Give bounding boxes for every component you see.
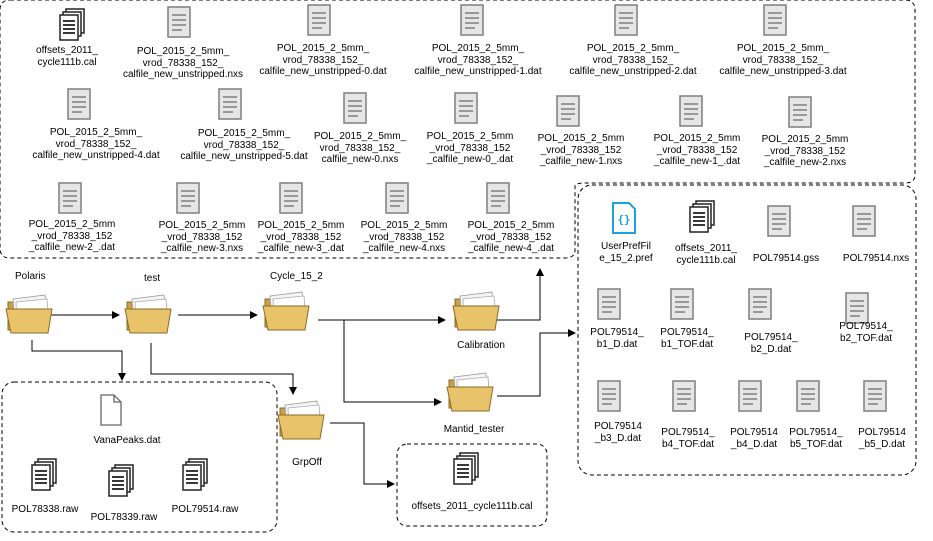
file-label-top-1: POL_2015_2_5mm_ vrod_78338_152_ calfile_…: [122, 46, 244, 80]
document-icon[interactable]: [597, 380, 621, 412]
document-stack-icon[interactable]: [59, 8, 85, 41]
document-icon[interactable]: [670, 288, 694, 320]
file-label-mantid-2: POL79514.gss: [752, 253, 820, 264]
file-label-grpoff-0: offsets_2011_cycle111b.cal: [411, 501, 533, 512]
file-label-mantid-4: POL79514_ b1_D.dat: [590, 327, 644, 350]
folder-icon[interactable]: [124, 294, 172, 334]
document-icon[interactable]: [763, 4, 787, 36]
document-icon[interactable]: [679, 95, 703, 127]
connector-grpoff-group: [330, 422, 395, 488]
document-icon[interactable]: [845, 292, 869, 324]
file-label-top-14: POL_2015_2_5mm _vrod_78338_152 _calfile_…: [158, 220, 246, 254]
document-icon[interactable]: [343, 92, 367, 124]
file-label-top-6: POL_2015_2_5mm_ vrod_78338_152_ calfile_…: [32, 127, 160, 161]
file-label-mantid-6: POL79514_ b2_D.dat: [744, 332, 798, 355]
document-icon[interactable]: [279, 182, 303, 214]
document-icon[interactable]: [176, 182, 200, 214]
document-icon[interactable]: [852, 205, 876, 237]
file-label-top-0: offsets_2011_ cycle111b.cal: [36, 45, 98, 68]
file-label-mantid-7: POL79514_ b2_TOF.dat: [839, 321, 893, 344]
file-label-top-15: POL_2015_2_5mm _vrod_78338_152 _calfile_…: [257, 220, 345, 254]
file-label-top-8: POL_2015_2_5mm_ vrod_78338_152_ calfile_…: [313, 131, 407, 165]
connector-calibration-top: [497, 268, 544, 321]
document-icon[interactable]: [597, 288, 621, 320]
connector-polaris-group: [31, 340, 126, 381]
document-icon[interactable]: [556, 95, 580, 127]
json-file-icon[interactable]: [612, 202, 636, 234]
folder-icon[interactable]: [446, 372, 494, 412]
connector-test-grpoff: [150, 343, 297, 395]
file-label-top-11: POL_2015_2_5mm _vrod_78338_152 _calfile_…: [653, 133, 741, 167]
document-stack-icon[interactable]: [689, 200, 715, 233]
folder-label-polaris: Polaris: [15, 271, 46, 282]
file-label-polaris-2: POL78339.raw: [90, 512, 158, 523]
file-label-mantid-11: POL79514_ b5_TOF.dat: [789, 427, 843, 450]
document-icon[interactable]: [748, 288, 772, 320]
file-label-top-13: POL_2015_2_5mm _vrod_78338_152 _calfile_…: [28, 219, 116, 253]
folder-label-mantid-tester: Mantid_tester: [443, 424, 505, 435]
document-icon[interactable]: [307, 4, 331, 36]
file-label-top-9: POL_2015_2_5mm _vrod_78338_152 _calfile_…: [426, 131, 514, 165]
file-label-top-16: POL_2015_2_5mm _vrod_78338_152 _calfile_…: [360, 220, 448, 254]
file-label-top-7: POL_2015_2_5mm_ vrod_78338_152_ calfile_…: [180, 128, 308, 162]
file-label-mantid-9: POL79514_ b4_TOF.dat: [661, 427, 715, 450]
file-label-mantid-8: POL79514 _b3_D.dat: [594, 421, 642, 444]
folder-icon[interactable]: [5, 294, 53, 334]
file-label-mantid-12: POL79514 _b5_D.dat: [858, 427, 906, 450]
group-box-grpoff: [396, 443, 548, 527]
blank-file-icon[interactable]: [100, 394, 122, 426]
file-label-top-4: POL_2015_2_5mm_ vrod_78338_152_ calfile_…: [569, 43, 697, 77]
connector-mantid-group: [497, 329, 576, 397]
document-stack-icon[interactable]: [182, 458, 208, 491]
document-icon[interactable]: [385, 182, 409, 214]
file-label-mantid-0: UserPrefFil e_15_2.pref: [599, 241, 653, 264]
group-box-mantid: [577, 184, 917, 476]
file-label-top-10: POL_2015_2_5mm _vrod_78338_152 _calfile_…: [537, 133, 625, 167]
document-icon[interactable]: [167, 6, 191, 38]
file-label-top-12: POL_2015_2_5mm _vrod_78338_152 _calfile_…: [761, 134, 849, 168]
group-box-top: [0, 0, 916, 259]
file-label-mantid-1: offsets_2011_ cycle111b.cal: [675, 243, 737, 266]
file-label-polaris-0: VanaPeaks.dat: [93, 435, 161, 446]
folder-icon[interactable]: [452, 291, 500, 331]
group-box-polaris: [1, 381, 278, 533]
document-stack-icon[interactable]: [453, 452, 479, 485]
document-icon[interactable]: [738, 380, 762, 412]
file-label-top-3: POL_2015_2_5mm_ vrod_78338_152_ calfile_…: [414, 43, 542, 77]
document-icon[interactable]: [460, 4, 484, 36]
document-icon[interactable]: [218, 88, 242, 120]
document-icon[interactable]: [67, 88, 91, 120]
document-icon[interactable]: [767, 205, 791, 237]
file-label-mantid-3: POL79514.nxs: [842, 253, 910, 264]
file-label-mantid-10: POL79514 _b4_D.dat: [730, 427, 778, 450]
document-icon[interactable]: [796, 380, 820, 412]
document-stack-icon[interactable]: [108, 464, 134, 497]
folder-label-test: test: [144, 273, 161, 284]
file-label-top-17: POL_2015_2_5mm _vrod_78338_152 _calfile_…: [467, 220, 555, 254]
document-icon[interactable]: [788, 96, 812, 128]
file-label-mantid-5: POL79514_ b1_TOF.dat: [660, 327, 714, 350]
folder-label-cycle: Cycle_15_2: [270, 271, 323, 282]
document-icon[interactable]: [486, 182, 510, 214]
file-label-polaris-3: POL79514.raw: [171, 504, 239, 515]
folder-label-grpoff: GrpOff: [292, 457, 322, 468]
file-label-top-5: POL_2015_2_5mm_ vrod_78338_152_ calfile_…: [719, 43, 847, 77]
document-stack-icon[interactable]: [31, 458, 57, 491]
connector-cycle-mantid: [343, 320, 442, 406]
file-label-top-2: POL_2015_2_5mm_ vrod_78338_152_ calfile_…: [259, 43, 387, 77]
folder-label-calibration: Calibration: [457, 340, 505, 351]
document-icon[interactable]: [672, 380, 696, 412]
folder-icon[interactable]: [262, 291, 310, 331]
document-icon[interactable]: [454, 92, 478, 124]
folder-icon[interactable]: [277, 400, 325, 440]
document-icon[interactable]: [58, 182, 82, 214]
file-label-polaris-1: POL78338.raw: [11, 504, 79, 515]
document-icon[interactable]: [614, 4, 638, 36]
document-icon[interactable]: [863, 380, 887, 412]
